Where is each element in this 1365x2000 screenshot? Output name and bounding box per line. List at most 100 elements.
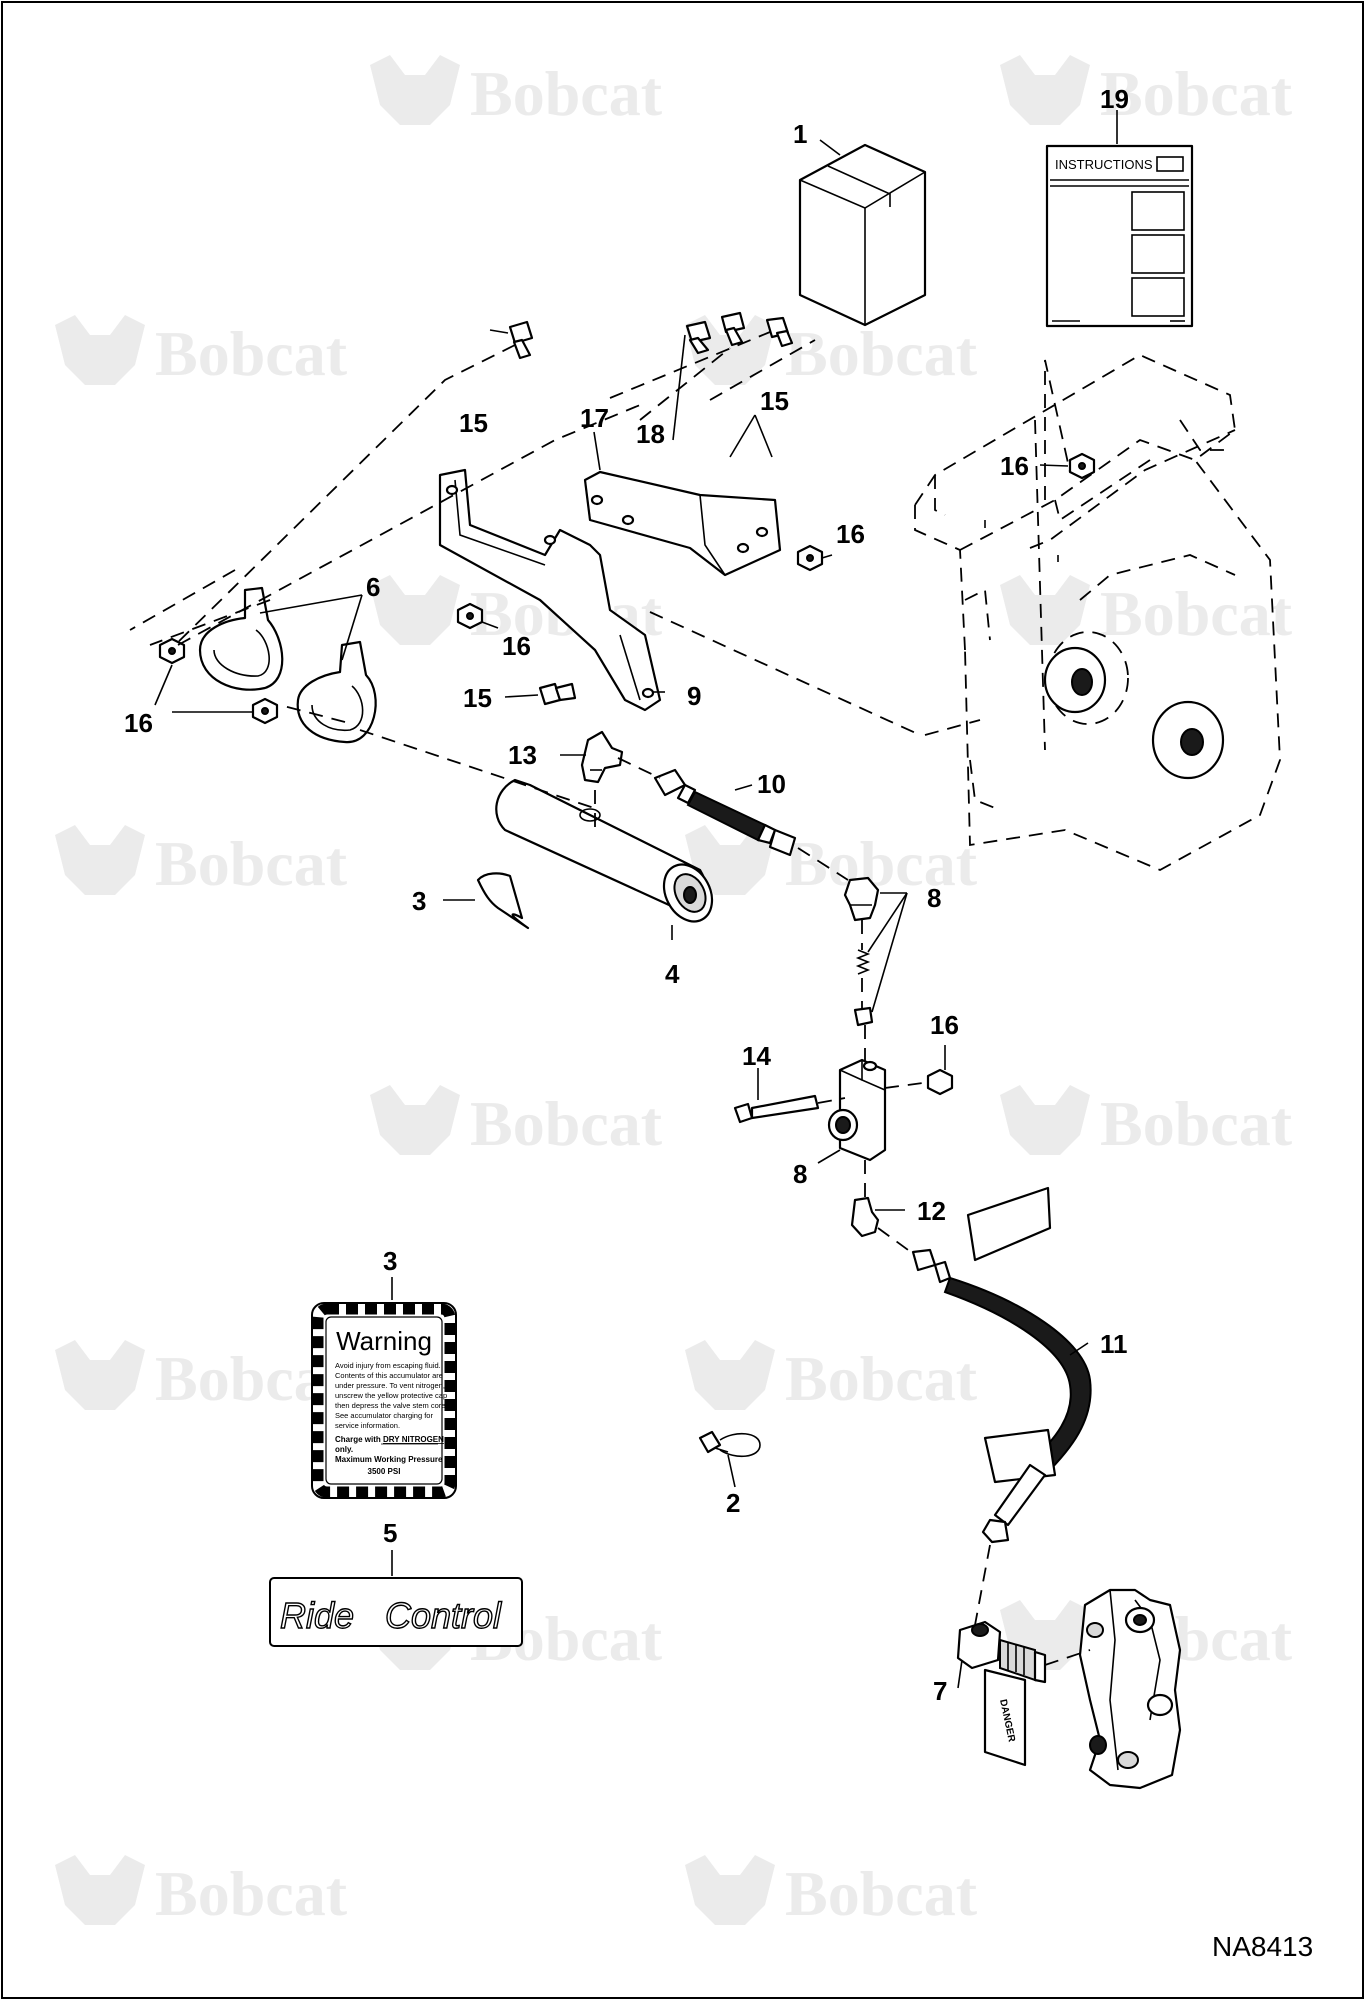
callout-7: 7 (933, 1676, 947, 1706)
watermark-text: Bobcat (470, 1088, 663, 1159)
assembly-lines (129, 331, 1091, 1666)
callout-13: 13 (508, 740, 537, 770)
decal-warning-line: Contents of this accumulator are (335, 1371, 443, 1380)
part-elbow-fitting-13 (580, 730, 624, 784)
bobcat-logo-icon (370, 575, 460, 645)
nut-16-left (158, 637, 186, 665)
callout-14: 14 (742, 1041, 771, 1071)
bolt-15-right (765, 316, 794, 348)
watermark-text: Bobcat (155, 318, 348, 389)
callout-15-lower: 15 (463, 683, 492, 713)
callout-3-decal: 3 (383, 1246, 397, 1276)
part-fitting-12 (850, 1196, 880, 1238)
decal-warning: Warning Avoid injury from escaping fluid… (311, 1302, 457, 1499)
watermark: Bobcat (55, 825, 348, 899)
decal-warning-line: See accumulator charging for (335, 1411, 433, 1420)
bobcat-logo-icon (1000, 55, 1090, 125)
bobcat-logo-icon (55, 1855, 145, 1925)
nut-16-upper-right (796, 544, 824, 572)
watermark-text: Bobcat (785, 1343, 978, 1414)
watermark-text: Bobcat (785, 828, 978, 899)
nut-16-frame (1068, 452, 1096, 480)
watermark-text: Bobcat (1100, 578, 1293, 649)
watermark-text: Bobcat (785, 318, 978, 389)
decal-warning-charge-prefix: Charge with (335, 1435, 383, 1444)
part-kit-box (798, 143, 927, 327)
callout-9: 9 (687, 681, 701, 711)
part-hose-11 (911, 1186, 1092, 1544)
bobcat-logo-icon (1000, 575, 1090, 645)
watermark: Bobcat (685, 1855, 978, 1929)
part-label-wrap (476, 872, 530, 930)
callout-5: 5 (383, 1518, 397, 1548)
decal-warning-charge-suffix: only. (335, 1445, 353, 1454)
decal-control-word: Control (385, 1595, 502, 1636)
decal-warning-title: Warning (336, 1326, 432, 1356)
callout-16-center: 16 (502, 631, 531, 661)
decal-warning-charge-gas: DRY NITROGEN (383, 1435, 444, 1444)
part-accumulator (495, 778, 714, 923)
callout-labels: 1 19 15 17 18 15 16 16 6 16 16 15 9 13 1… (124, 84, 1129, 1706)
decal-warning-charge: Charge with DRY NITROGEN (335, 1435, 444, 1444)
watermark: Bobcat (1000, 1085, 1293, 1159)
decal-warning-pressure-label: Maximum Working Pressure (335, 1455, 443, 1464)
decal-ride-word: Ride (280, 1595, 354, 1636)
watermark: Bobcat (55, 1340, 348, 1414)
callout-17: 17 (580, 403, 609, 433)
control-valve-casting (1078, 1588, 1182, 1790)
part-bolt-14 (733, 1094, 820, 1124)
callout-8-lower: 8 (793, 1159, 807, 1189)
callout-18: 18 (636, 419, 665, 449)
part-elbow-fitting-8 (843, 876, 880, 922)
part-valve-block (827, 1058, 887, 1162)
bobcat-logo-icon (55, 825, 145, 895)
watermark: Bobcat (685, 825, 978, 899)
callout-12: 12 (917, 1196, 946, 1226)
part-clamp-upper (198, 586, 284, 691)
part-fitting-7 (956, 1620, 1047, 1684)
watermark-text: Bobcat (1100, 1088, 1293, 1159)
nut-16-lower-left (251, 697, 279, 725)
drawing-id: NA8413 (1212, 1931, 1313, 1962)
part-cable-tie (698, 1430, 761, 1458)
part-mounting-bracket (438, 468, 662, 712)
watermark: Bobcat (685, 1340, 978, 1414)
callout-4: 4 (665, 959, 680, 989)
callout-15-top: 15 (459, 408, 488, 438)
callout-16-valve: 16 (930, 1010, 959, 1040)
nut-16-valve (926, 1068, 954, 1096)
callout-16-frame: 16 (1000, 451, 1029, 481)
machine-frame-outline (914, 353, 1281, 871)
decal-warning-line: under pressure. To vent nitrogen, (335, 1381, 445, 1390)
part-spring (855, 949, 871, 975)
part-upper-bracket (583, 470, 782, 577)
decal-warning-line: then depress the valve stem core. (335, 1401, 448, 1410)
watermark: Bobcat (55, 315, 348, 389)
callout-1: 1 (793, 119, 807, 149)
watermark: Bobcat (370, 55, 663, 129)
bobcat-logo-icon (55, 1340, 145, 1410)
decal-ride-control: Ride Control (269, 1577, 523, 1647)
watermark-text: Bobcat (470, 58, 663, 129)
watermark: Bobcat (55, 1855, 348, 1929)
bobcat-logo-icon (685, 1855, 775, 1925)
bolt-15-top (508, 320, 534, 360)
bolt-18 (685, 320, 712, 355)
decal-warning-line: Avoid injury from escaping fluid. (335, 1361, 441, 1370)
bobcat-logo-icon (55, 315, 145, 385)
callout-8-upper: 8 (927, 883, 941, 913)
watermark-text: Bobcat (155, 1858, 348, 1929)
callout-16-right: 16 (836, 519, 865, 549)
nut-16-center (456, 602, 484, 630)
part-instructions-sheet: INSTRUCTIONS (1045, 144, 1194, 328)
bobcat-logo-icon (370, 55, 460, 125)
watermark-text: Bobcat (1100, 58, 1293, 129)
callout-16-left: 16 (124, 708, 153, 738)
bobcat-logo-icon (370, 1085, 460, 1155)
decal-warning-pressure-value: 3500 PSI (368, 1467, 401, 1476)
bobcat-logo-icon (1000, 1085, 1090, 1155)
watermark: Bobcat (1000, 55, 1293, 129)
